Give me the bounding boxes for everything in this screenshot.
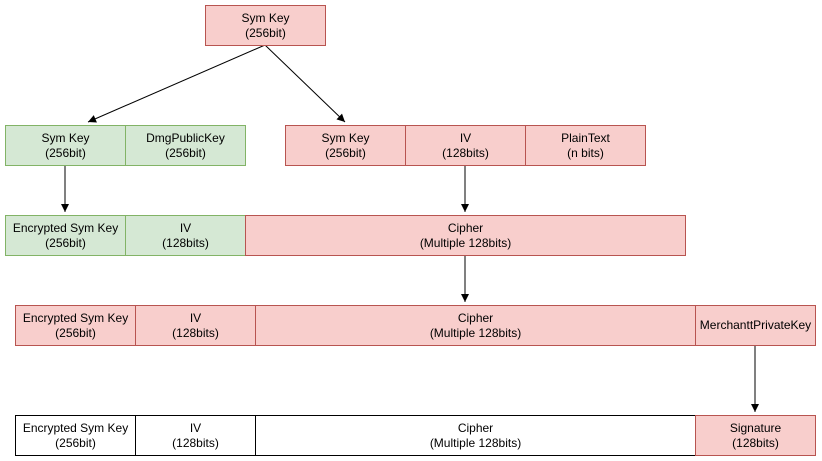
plaintext-label: PlainText — [561, 130, 610, 145]
signature-box: Signature(128bits) — [695, 415, 816, 456]
row3-encrypted-sym-key-label: Encrypted Sym Key — [12, 220, 119, 235]
plaintext-size: (n bits) — [567, 145, 604, 160]
row4-cipher-box: Cipher(Multiple 128bits) — [255, 305, 696, 346]
row3-iv-label: IV — [179, 220, 192, 235]
top-sym-key-size: (256bit) — [245, 25, 286, 40]
row3-cipher-label: Cipher — [447, 220, 484, 235]
plaintext-box: PlainText(n bits) — [525, 125, 646, 166]
row3-iv-box: IV(128bits) — [125, 215, 246, 256]
green-sym-key-box: Sym Key(256bit) — [5, 125, 126, 166]
merchant-private-key-label: MerchanttPrivateKey — [699, 318, 812, 332]
dmg-public-key-size: (256bit) — [165, 145, 206, 160]
row3-cipher-size: (Multiple 128bits) — [419, 235, 512, 250]
row4-encrypted-sym-key-box: Encrypted Sym Key(256bit) — [15, 305, 136, 346]
row4-iv-box: IV(128bits) — [135, 305, 256, 346]
row5-iv-box: IV(128bits) — [135, 415, 256, 456]
row3-cipher-box: Cipher(Multiple 128bits) — [245, 215, 686, 256]
merchant-private-key-box: MerchanttPrivateKey — [695, 305, 816, 346]
arrow-symkey-to-red-row — [264, 44, 346, 123]
red-sym-key-label: Sym Key — [321, 130, 370, 145]
dmg-public-key-label: DmgPublicKey — [146, 130, 225, 145]
row4-iv-size: (128bits) — [172, 325, 219, 340]
red-iv-label: IV — [459, 130, 472, 145]
arrow-symkey-to-green-row — [87, 44, 266, 123]
top-sym-key-label: Sym Key — [241, 10, 290, 25]
row3-encrypted-sym-key-box: Encrypted Sym Key(256bit) — [5, 215, 126, 256]
top-sym-key-box: Sym Key(256bit) — [205, 5, 326, 46]
row5-cipher-box: Cipher(Multiple 128bits) — [255, 415, 696, 456]
row4-encrypted-sym-key-size: (256bit) — [55, 325, 96, 340]
green-sym-key-label: Sym Key — [41, 130, 90, 145]
row5-iv-size: (128bits) — [172, 435, 219, 450]
row5-encrypted-sym-key-box: Encrypted Sym Key(256bit) — [15, 415, 136, 456]
row3-encrypted-sym-key-size: (256bit) — [45, 235, 86, 250]
row5-encrypted-sym-key-label: Encrypted Sym Key — [22, 420, 129, 435]
row5-cipher-size: (Multiple 128bits) — [429, 435, 522, 450]
row3-iv-size: (128bits) — [162, 235, 209, 250]
signature-label: Signature — [729, 420, 782, 435]
red-iv-box: IV(128bits) — [405, 125, 526, 166]
dmg-public-key-box: DmgPublicKey(256bit) — [125, 125, 246, 166]
row4-cipher-size: (Multiple 128bits) — [429, 325, 522, 340]
row4-cipher-label: Cipher — [457, 310, 494, 325]
row5-encrypted-sym-key-size: (256bit) — [55, 435, 96, 450]
red-iv-size: (128bits) — [442, 145, 489, 160]
red-sym-key-box: Sym Key(256bit) — [285, 125, 406, 166]
signature-size: (128bits) — [732, 435, 779, 450]
row4-iv-label: IV — [189, 310, 202, 325]
green-sym-key-size: (256bit) — [45, 145, 86, 160]
row5-cipher-label: Cipher — [457, 420, 494, 435]
row5-iv-label: IV — [189, 420, 202, 435]
row4-encrypted-sym-key-label: Encrypted Sym Key — [22, 310, 129, 325]
red-sym-key-size: (256bit) — [325, 145, 366, 160]
